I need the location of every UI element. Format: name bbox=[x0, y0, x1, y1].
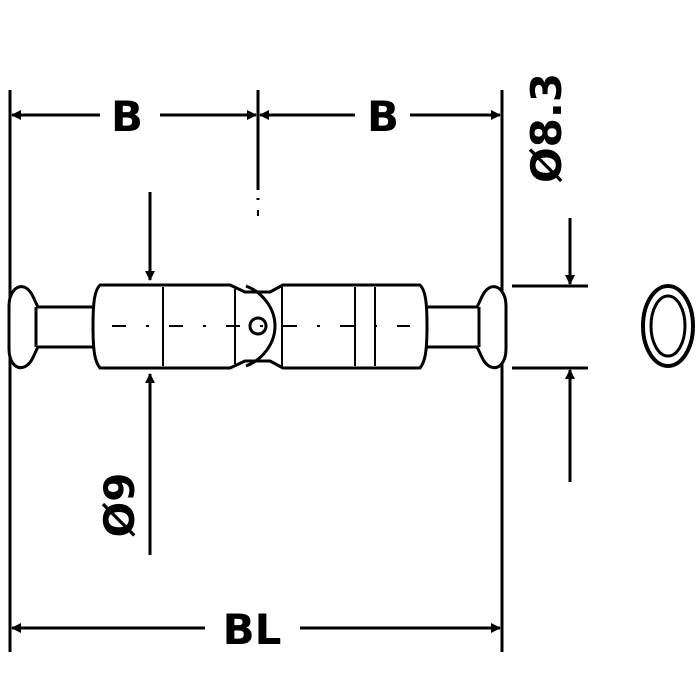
dimension-label-b-right: B bbox=[367, 92, 399, 141]
dimension-label-pin-diameter: Ø8.3 bbox=[522, 73, 571, 183]
end-view-ring bbox=[641, 284, 695, 368]
right-pin-head bbox=[418, 285, 508, 370]
dimension-label-b-left: B bbox=[111, 92, 143, 141]
dimension-label-bl: BL bbox=[223, 605, 282, 654]
center-hole bbox=[248, 316, 268, 336]
center-cam bbox=[245, 284, 277, 368]
dimension-label-body-diameter: Ø9 bbox=[95, 473, 144, 538]
extension-lines bbox=[8, 90, 588, 652]
left-pin-head bbox=[7, 285, 97, 370]
